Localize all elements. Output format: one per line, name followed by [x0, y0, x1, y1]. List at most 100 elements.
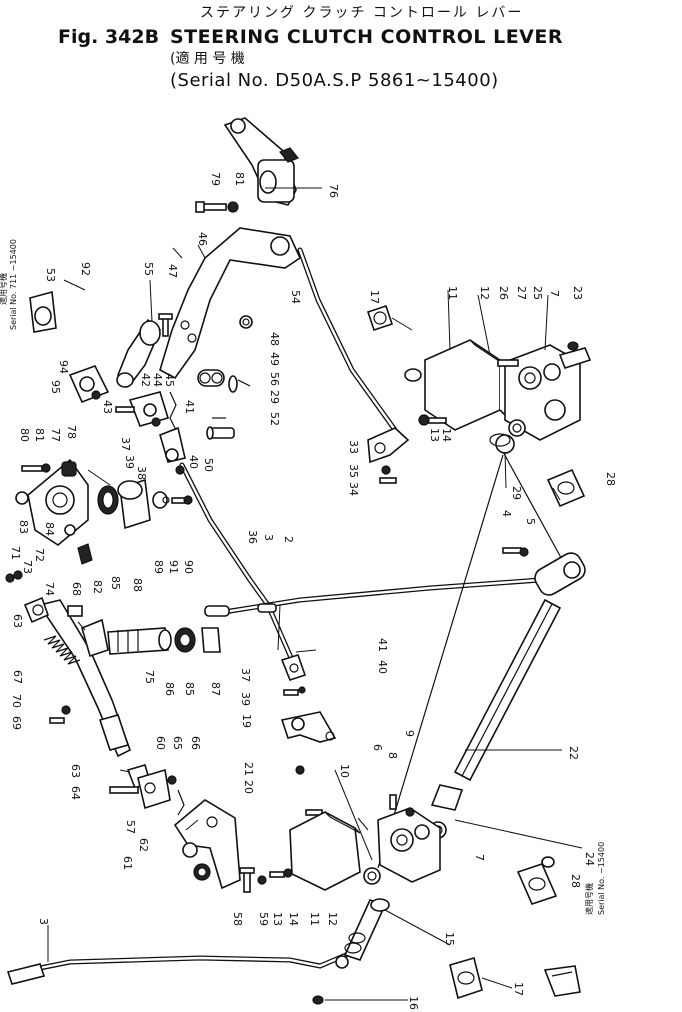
part-label-45: 45: [163, 373, 176, 387]
part-label-10: 10: [338, 764, 351, 778]
part-label-27: 27: [515, 286, 528, 300]
part-label-66: 66: [189, 736, 202, 750]
spring-rod-assembly: [23, 596, 221, 758]
part-label-12: 12: [326, 912, 339, 926]
part-label-43: 43: [101, 400, 114, 414]
part-label-28: 28: [569, 874, 582, 888]
serial-range: (Serial No. D50A.S.P 5861~15400): [170, 70, 499, 91]
part-label-69: 69: [10, 716, 23, 730]
part-label-70: 70: [10, 694, 23, 708]
part-label-34: 34: [347, 482, 360, 496]
part-label-50: 50: [202, 458, 215, 472]
part-label-20: 20: [242, 780, 255, 794]
lever-60-assembly: [109, 764, 267, 893]
part-label-13: 13: [428, 428, 441, 442]
bracket-40-assembly: [115, 315, 253, 475]
japanese-title: ステアリング クラッチ コントロール レバー: [200, 5, 524, 21]
upper-valve-assembly: [366, 304, 592, 508]
part-label-75: 75: [143, 670, 156, 684]
part-label-4: 4: [500, 510, 513, 517]
part-label-5: 5: [524, 518, 537, 525]
part-label-15: 15: [443, 932, 456, 946]
part-label-46: 46: [196, 232, 209, 246]
part-label-48: 48: [268, 332, 281, 346]
english-title: STEERING CLUTCH CONTROL LEVER: [170, 26, 563, 48]
part-label-64: 64: [69, 786, 82, 800]
part-label-62: 62: [137, 838, 150, 852]
part-label-85: 85: [183, 682, 196, 696]
part-label-35: 35: [347, 464, 360, 478]
part-label-47: 47: [166, 264, 179, 278]
part-label-59: 59: [257, 912, 270, 926]
part-label-92: 92: [79, 262, 92, 276]
cross-shaft: [429, 552, 586, 839]
part-label-79: 79: [209, 172, 222, 186]
part-label-16: 16: [407, 996, 420, 1010]
part-label-7: 7: [473, 854, 486, 861]
part-label-21: 21: [242, 762, 255, 776]
part-number-labels: 79 81 76 53 92 55 47 46 54 17 11 12 26 2…: [9, 172, 617, 1010]
part-label-26: 26: [497, 286, 510, 300]
handles: [6, 603, 277, 985]
part-label-55: 55: [142, 262, 155, 276]
part-label-76: 76: [327, 184, 340, 198]
part-label-25: 25: [531, 286, 544, 300]
part-label-84: 84: [43, 522, 56, 536]
part-label-3: 3: [37, 918, 50, 925]
part-label-7: 7: [548, 290, 561, 297]
part-label-80: 80: [18, 428, 31, 442]
part-label-91: 91: [167, 560, 180, 574]
part-label-33: 33: [347, 440, 360, 454]
left-serial-note: Serial No. 711 ~15400: [9, 239, 18, 330]
part-label-57: 57: [124, 820, 137, 834]
part-label-37: 37: [239, 668, 252, 682]
part-label-23: 23: [571, 286, 584, 300]
part-label-17: 17: [368, 290, 381, 304]
part-label-40: 40: [187, 455, 200, 469]
lever-92-assembly: [29, 290, 161, 404]
part-label-77: 77: [49, 428, 62, 442]
part-label-41: 41: [183, 400, 196, 414]
part-label-86: 86: [163, 682, 176, 696]
part-label-94: 94: [57, 360, 70, 374]
part-label-54: 54: [289, 290, 302, 304]
part-label-83: 83: [17, 520, 30, 534]
part-label-9: 9: [403, 730, 416, 737]
part-label-85: 85: [109, 576, 122, 590]
part-label-17: 17: [512, 982, 525, 996]
part-label-29: 29: [268, 390, 281, 404]
part-label-49: 49: [268, 352, 281, 366]
part-label-13: 13: [271, 912, 284, 926]
part-label-71: 71: [9, 546, 22, 560]
part-label-8: 8: [386, 752, 399, 759]
part-label-67: 67: [11, 670, 24, 684]
part-label-39: 39: [239, 692, 252, 706]
part-label-28: 28: [604, 472, 617, 486]
part-label-41: 41: [376, 638, 389, 652]
figure-number: Fig. 342B: [58, 26, 160, 48]
lever-76-assembly: [158, 117, 302, 387]
part-label-42: 42: [139, 373, 152, 387]
part-label-39: 39: [123, 455, 136, 469]
part-label-2: 2: [282, 536, 295, 543]
part-label-22: 22: [567, 746, 580, 760]
bottom-serial-jp: 適用号機: [584, 883, 594, 915]
part-label-19: 19: [240, 714, 253, 728]
part-label-53: 53: [44, 268, 57, 282]
part-label-36: 36: [246, 530, 259, 544]
japanese-serial-note: (適 用 号 機: [170, 51, 245, 67]
part-label-40: 40: [376, 660, 389, 674]
part-label-81: 81: [233, 172, 246, 186]
part-label-63: 63: [11, 614, 24, 628]
bottom-serial-note: Serial No. ~15400: [597, 842, 606, 915]
part-label-87: 87: [209, 682, 222, 696]
part-label-3: 3: [262, 534, 275, 541]
part-label-73: 73: [21, 560, 34, 574]
part-label-74: 74: [43, 582, 56, 596]
part-label-56: 56: [268, 372, 281, 386]
part-label-14: 14: [287, 912, 300, 926]
part-label-11: 11: [446, 286, 459, 300]
part-label-68: 68: [70, 582, 83, 596]
lower-valve-assembly: [269, 794, 581, 1005]
part-label-82: 82: [91, 580, 104, 594]
